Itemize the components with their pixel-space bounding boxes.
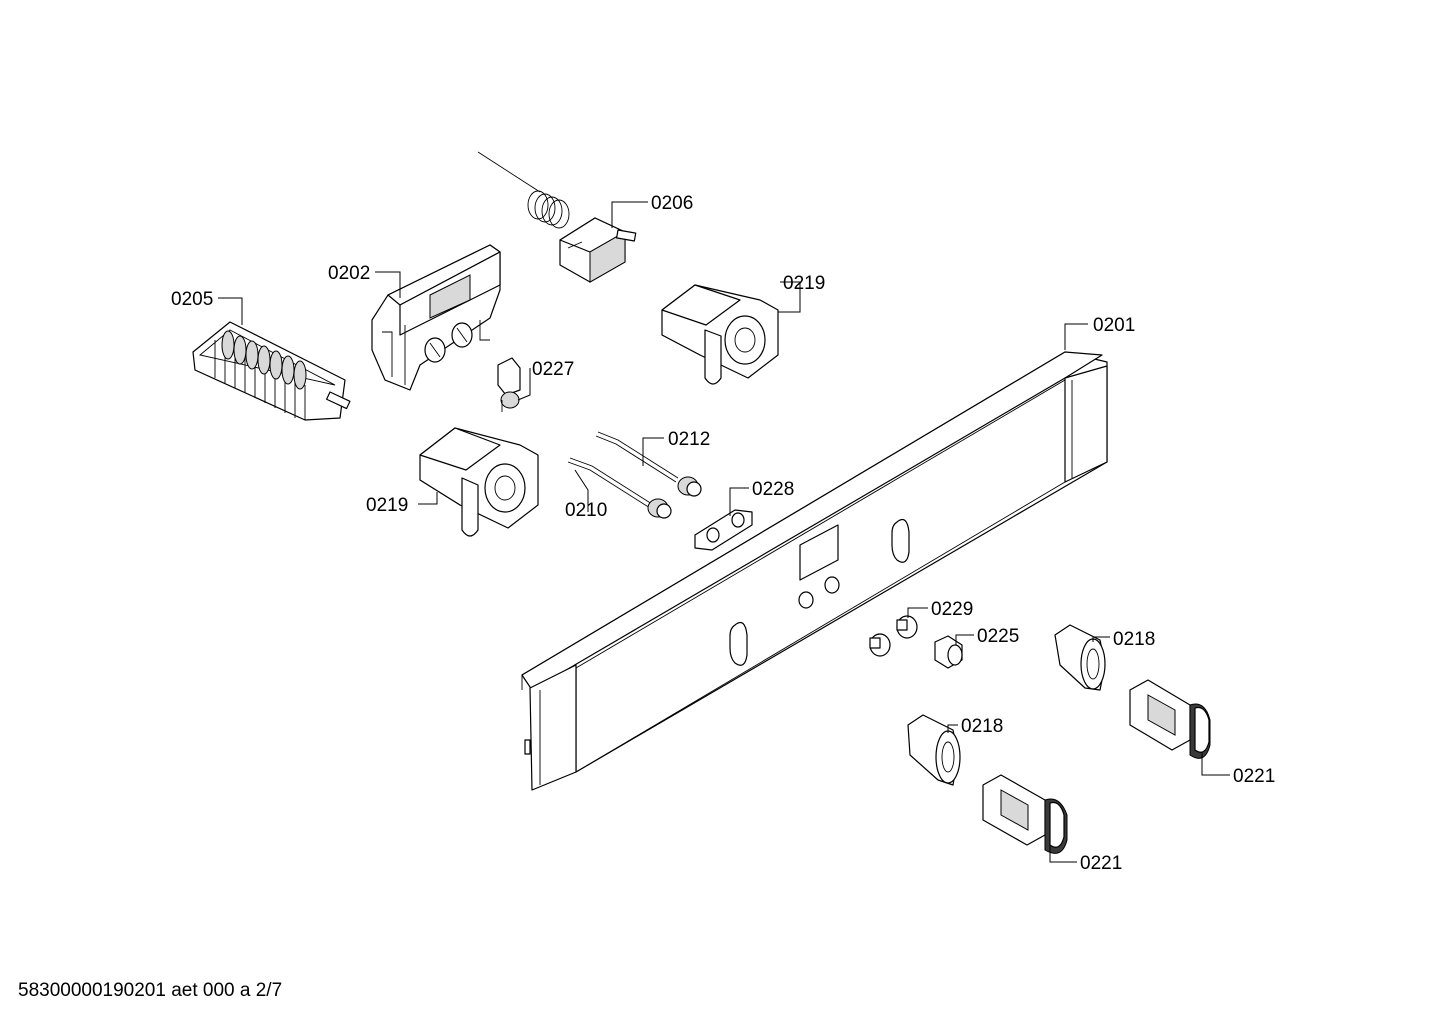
lamp-holder-0219-upper[interactable] [661,284,779,385]
label-0228: 0228 [752,479,794,500]
label-0210: 0210 [565,500,607,521]
label-0221-upper: 0221 [1233,766,1275,787]
knob-sleeve-0218-lower[interactable] [907,714,961,786]
label-0218-lower: 0218 [961,716,1003,737]
control-knob-0221-lower[interactable] [982,774,1068,854]
label-0205: 0205 [171,289,213,310]
label-0225: 0225 [977,626,1019,647]
label-0219-upper: 0219 [783,273,825,294]
lamp-holder-0219-lower[interactable] [419,427,539,537]
push-button-0229[interactable] [869,615,918,657]
label-0227: 0227 [532,359,574,380]
control-panel-0201[interactable] [521,351,1108,791]
drawing-reference-footer: 58300000190201 aet 000 a 2/7 [18,980,283,1001]
thermostat-0206[interactable] [477,151,637,283]
label-0212: 0212 [668,429,710,450]
label-0206: 0206 [651,193,693,214]
control-knob-0221-upper[interactable] [1129,679,1211,759]
label-0219-lower: 0219 [366,495,408,516]
spacer-0225[interactable] [934,635,963,669]
timer-module-0202[interactable] [371,244,501,391]
indicator-lamp-0210[interactable] [567,457,672,519]
lamp-clip-0227[interactable] [497,357,521,412]
label-0201: 0201 [1093,315,1135,336]
label-0221-lower: 0221 [1080,853,1122,874]
indicator-lamp-0212[interactable] [595,431,702,497]
label-0218-upper: 0218 [1113,629,1155,650]
selector-switch-0205[interactable] [192,321,351,421]
leader-lines [218,201,1230,863]
label-0229: 0229 [931,599,973,620]
bracket-0228[interactable] [694,509,753,551]
label-0202: 0202 [328,263,370,284]
part-labels: 0201 0202 0205 0206 0219 0219 0227 0212 … [171,193,1275,874]
knob-sleeve-0218-upper[interactable] [1054,624,1106,691]
